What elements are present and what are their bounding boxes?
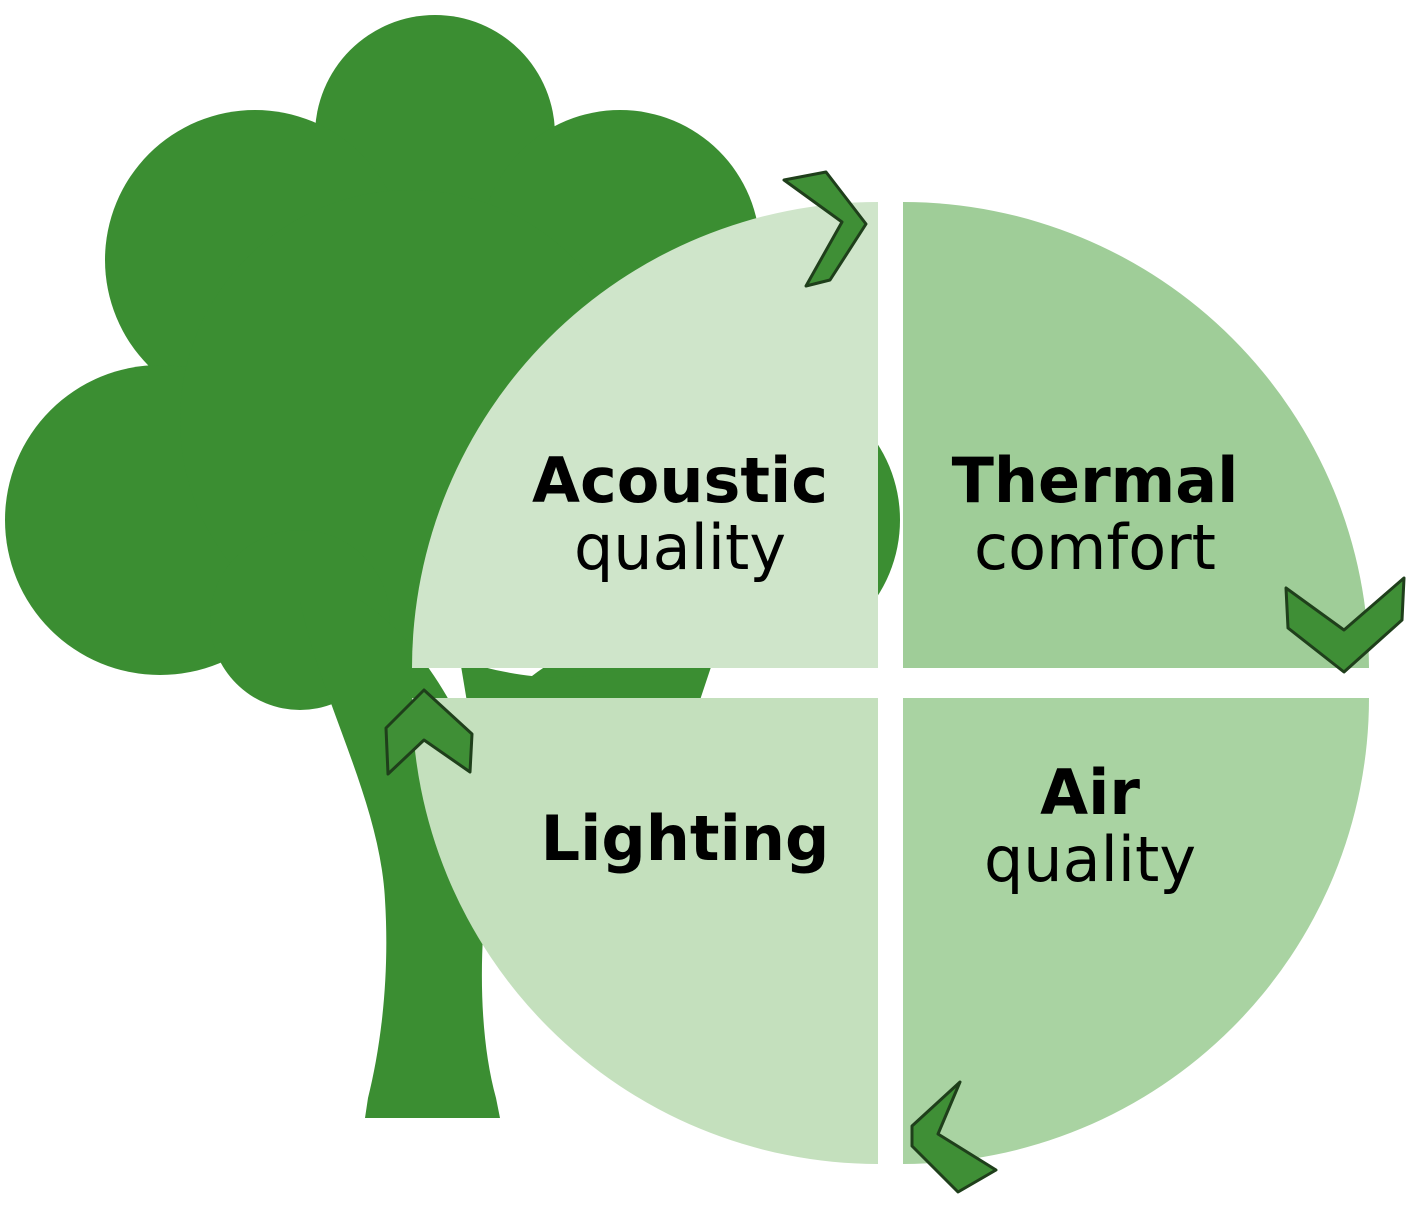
thermal-title: Thermal (951, 444, 1239, 517)
lighting-quadrant (412, 698, 878, 1164)
acoustic-quadrant (412, 202, 878, 668)
air-quadrant (903, 698, 1369, 1164)
lighting-label: Lighting (520, 802, 850, 875)
acoustic-subtitle: quality (573, 510, 787, 584)
chevron-down-icon (1284, 576, 1406, 674)
chevron-left-icon (910, 1080, 998, 1194)
lighting-title: Lighting (540, 802, 830, 875)
chevron-right-icon (782, 170, 868, 288)
acoustic-title: Acoustic (531, 444, 828, 517)
air-title: Air (1040, 756, 1140, 829)
thermal-quadrant (903, 202, 1369, 668)
chevron-up-icon (384, 688, 474, 776)
thermal-label: Thermal comfort (930, 444, 1260, 584)
acoustic-label: Acoustic quality (520, 444, 840, 584)
thermal-subtitle: comfort (974, 510, 1216, 584)
air-subtitle: quality (983, 822, 1197, 896)
air-label: Air quality (940, 756, 1240, 896)
